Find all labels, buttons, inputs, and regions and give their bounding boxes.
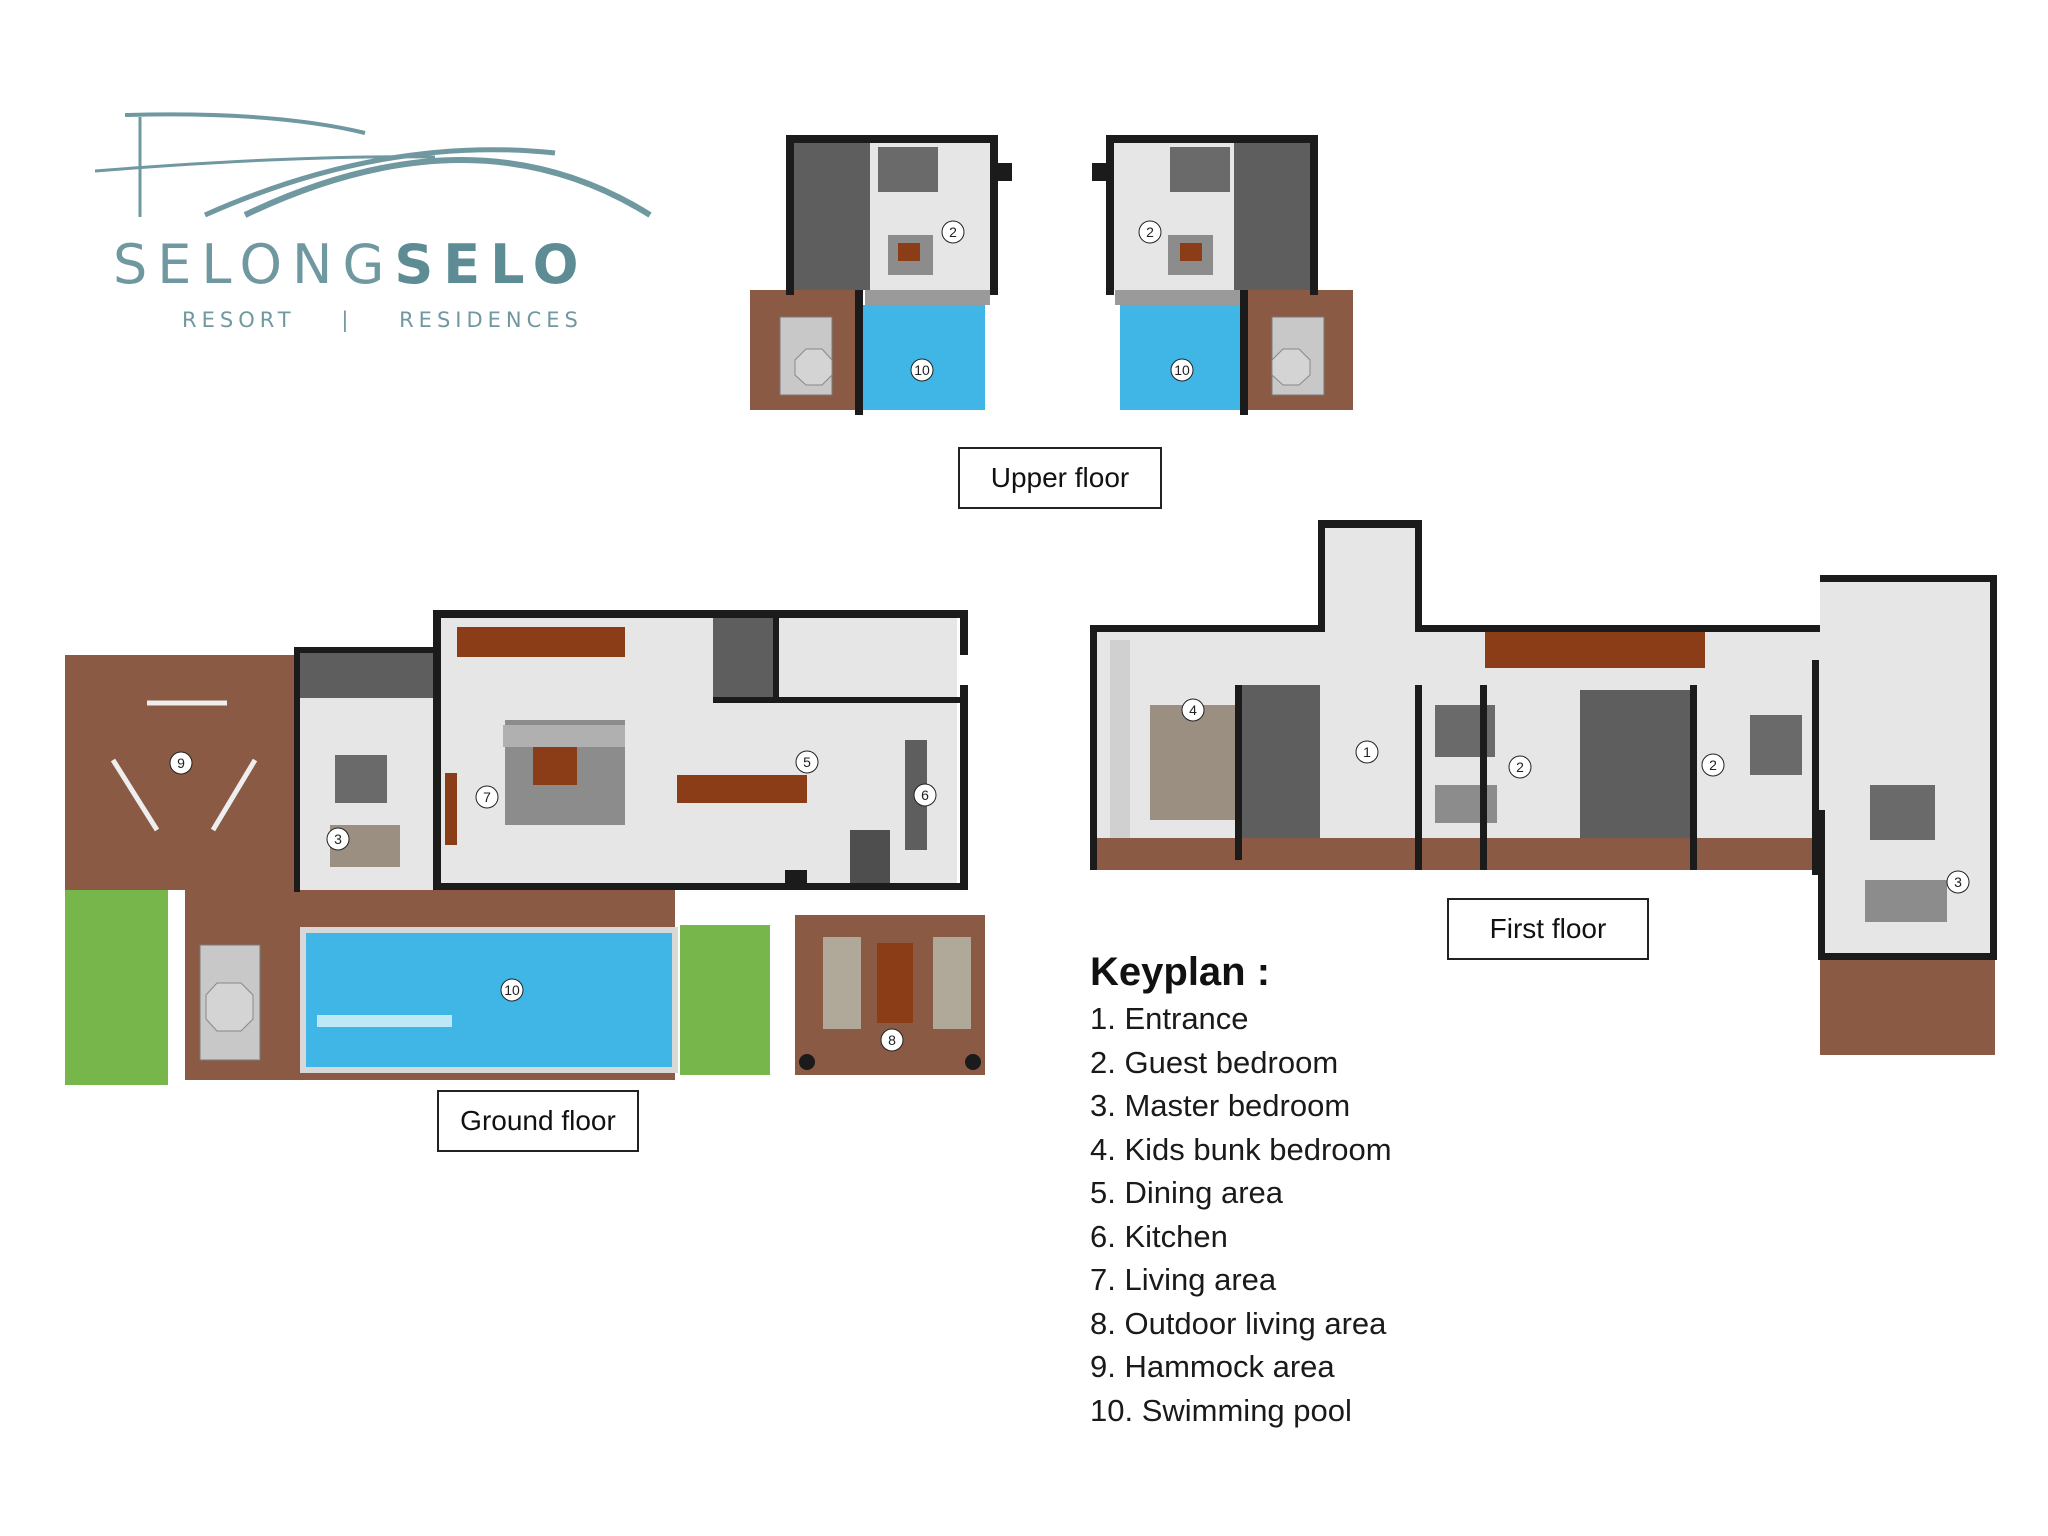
logo-sub-left: RESORT	[182, 308, 296, 332]
keyplan-item: 8. Outdoor living area	[1090, 1305, 1387, 1341]
marker-upper-right-pool: 10	[1174, 362, 1190, 378]
logo-sub-right: RESIDENCES	[399, 308, 583, 332]
umbrella-icon	[205, 982, 254, 1032]
logo-roof-lines-icon	[95, 112, 652, 218]
marker-first-guest-b: 2	[1709, 757, 1717, 773]
marker-ground-outdoor: 8	[888, 1032, 896, 1048]
ground-floor-label: Ground floor	[437, 1090, 639, 1152]
marker-upper-right-bedroom: 2	[1146, 224, 1154, 240]
keyplan-item: 7. Living area	[1090, 1262, 1277, 1297]
upper-floor-label: Upper floor	[958, 447, 1162, 509]
ground-floor-plan: 9 3 7 5 6 10 8	[65, 610, 985, 1085]
marker-ground-living: 7	[483, 789, 491, 805]
keyplan-item: 6. Kitchen	[1090, 1218, 1228, 1254]
keyplan: Keyplan : 1. Entrance 2. Guest bedroom 3…	[1090, 950, 1392, 1432]
keyplan-item: 3. Master bedroom	[1090, 1088, 1351, 1123]
upper-unit-right	[1092, 135, 1353, 415]
marker-ground-kitchen: 6	[921, 787, 929, 803]
ground-walls	[294, 610, 968, 892]
marker-ground-hammock: 9	[177, 755, 185, 771]
keyplan-item: 5. Dining area	[1090, 1175, 1284, 1210]
hammock-icon	[110, 700, 258, 832]
first-deck-strip	[1090, 838, 1812, 870]
keyplan-item: 1. Entrance	[1090, 1001, 1249, 1036]
marker-ground-master: 3	[334, 831, 342, 847]
keyplan-item: 4. Kids bunk bedroom	[1090, 1131, 1392, 1167]
marker-ground-dining: 5	[803, 754, 811, 770]
first-floor-plan: 4 1 2 2 3	[1090, 520, 1997, 1055]
swimming-pool	[300, 927, 678, 1073]
upper-floor-plan: 2 10 2 10	[750, 135, 1353, 415]
keyplan-title: Keyplan :	[1090, 950, 1271, 994]
first-walls	[1090, 520, 1997, 960]
keyplan-item: 2. Guest bedroom	[1090, 1044, 1339, 1080]
keyplan-item: 9. Hammock area	[1090, 1349, 1335, 1384]
keyplan-list: 1. Entrance 2. Guest bedroom 3. Master b…	[1090, 997, 1392, 1432]
keyplan-item: 10. Swimming pool	[1090, 1392, 1352, 1428]
lawn-right	[680, 925, 770, 1075]
marker-upper-left-bedroom: 2	[949, 224, 957, 240]
logo-brand-light: SELONG	[113, 233, 395, 296]
logo-brand-bold: SELO	[394, 233, 589, 296]
marker-first-master: 3	[1954, 874, 1962, 890]
marker-first-guest-a: 2	[1516, 759, 1524, 775]
umbrella-icon	[794, 348, 833, 386]
umbrella-icon	[1271, 348, 1311, 386]
marker-first-entrance: 1	[1363, 744, 1371, 760]
first-floor-label: First floor	[1447, 898, 1649, 960]
brand-logo: SELONGSELO RESORT | RESIDENCES	[95, 105, 675, 345]
marker-ground-pool: 10	[504, 982, 520, 998]
marker-upper-left-pool: 10	[914, 362, 930, 378]
upper-unit-left	[750, 135, 1012, 415]
lawn-left	[65, 890, 168, 1085]
marker-first-kids: 4	[1189, 702, 1197, 718]
logo-sub-separator: |	[341, 308, 354, 332]
